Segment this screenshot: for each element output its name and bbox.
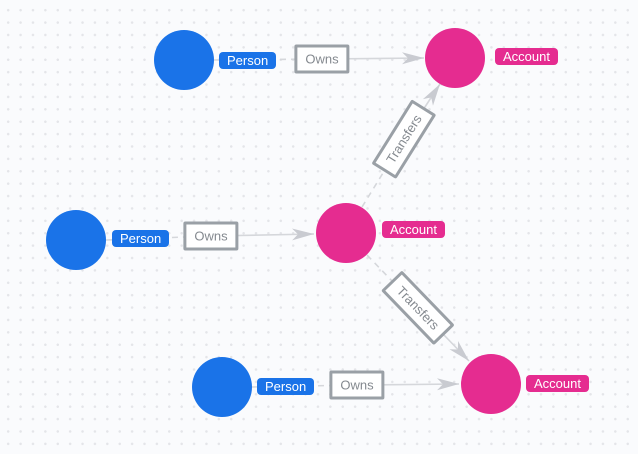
node-person-bottom-label[interactable]: Person (257, 378, 315, 395)
rel-owns-middle-label[interactable]: Owns (183, 221, 239, 251)
node-account-bottom[interactable] (461, 354, 521, 414)
node-account-middle-label[interactable]: Account (382, 221, 445, 238)
node-account-top[interactable] (425, 28, 485, 88)
rel-owns-top-label[interactable]: Owns (294, 44, 350, 74)
node-account-top-label[interactable]: Account (495, 48, 558, 65)
node-person-top[interactable] (154, 30, 214, 90)
node-person-bottom[interactable] (192, 357, 252, 417)
node-person-top-label[interactable]: Person (219, 52, 277, 69)
rel-owns-bottom-label[interactable]: Owns (329, 370, 385, 400)
node-person-middle-label[interactable]: Person (112, 230, 170, 247)
node-account-middle[interactable] (316, 203, 376, 263)
node-account-bottom-label[interactable]: Account (526, 375, 589, 392)
node-person-middle[interactable] (46, 210, 106, 270)
